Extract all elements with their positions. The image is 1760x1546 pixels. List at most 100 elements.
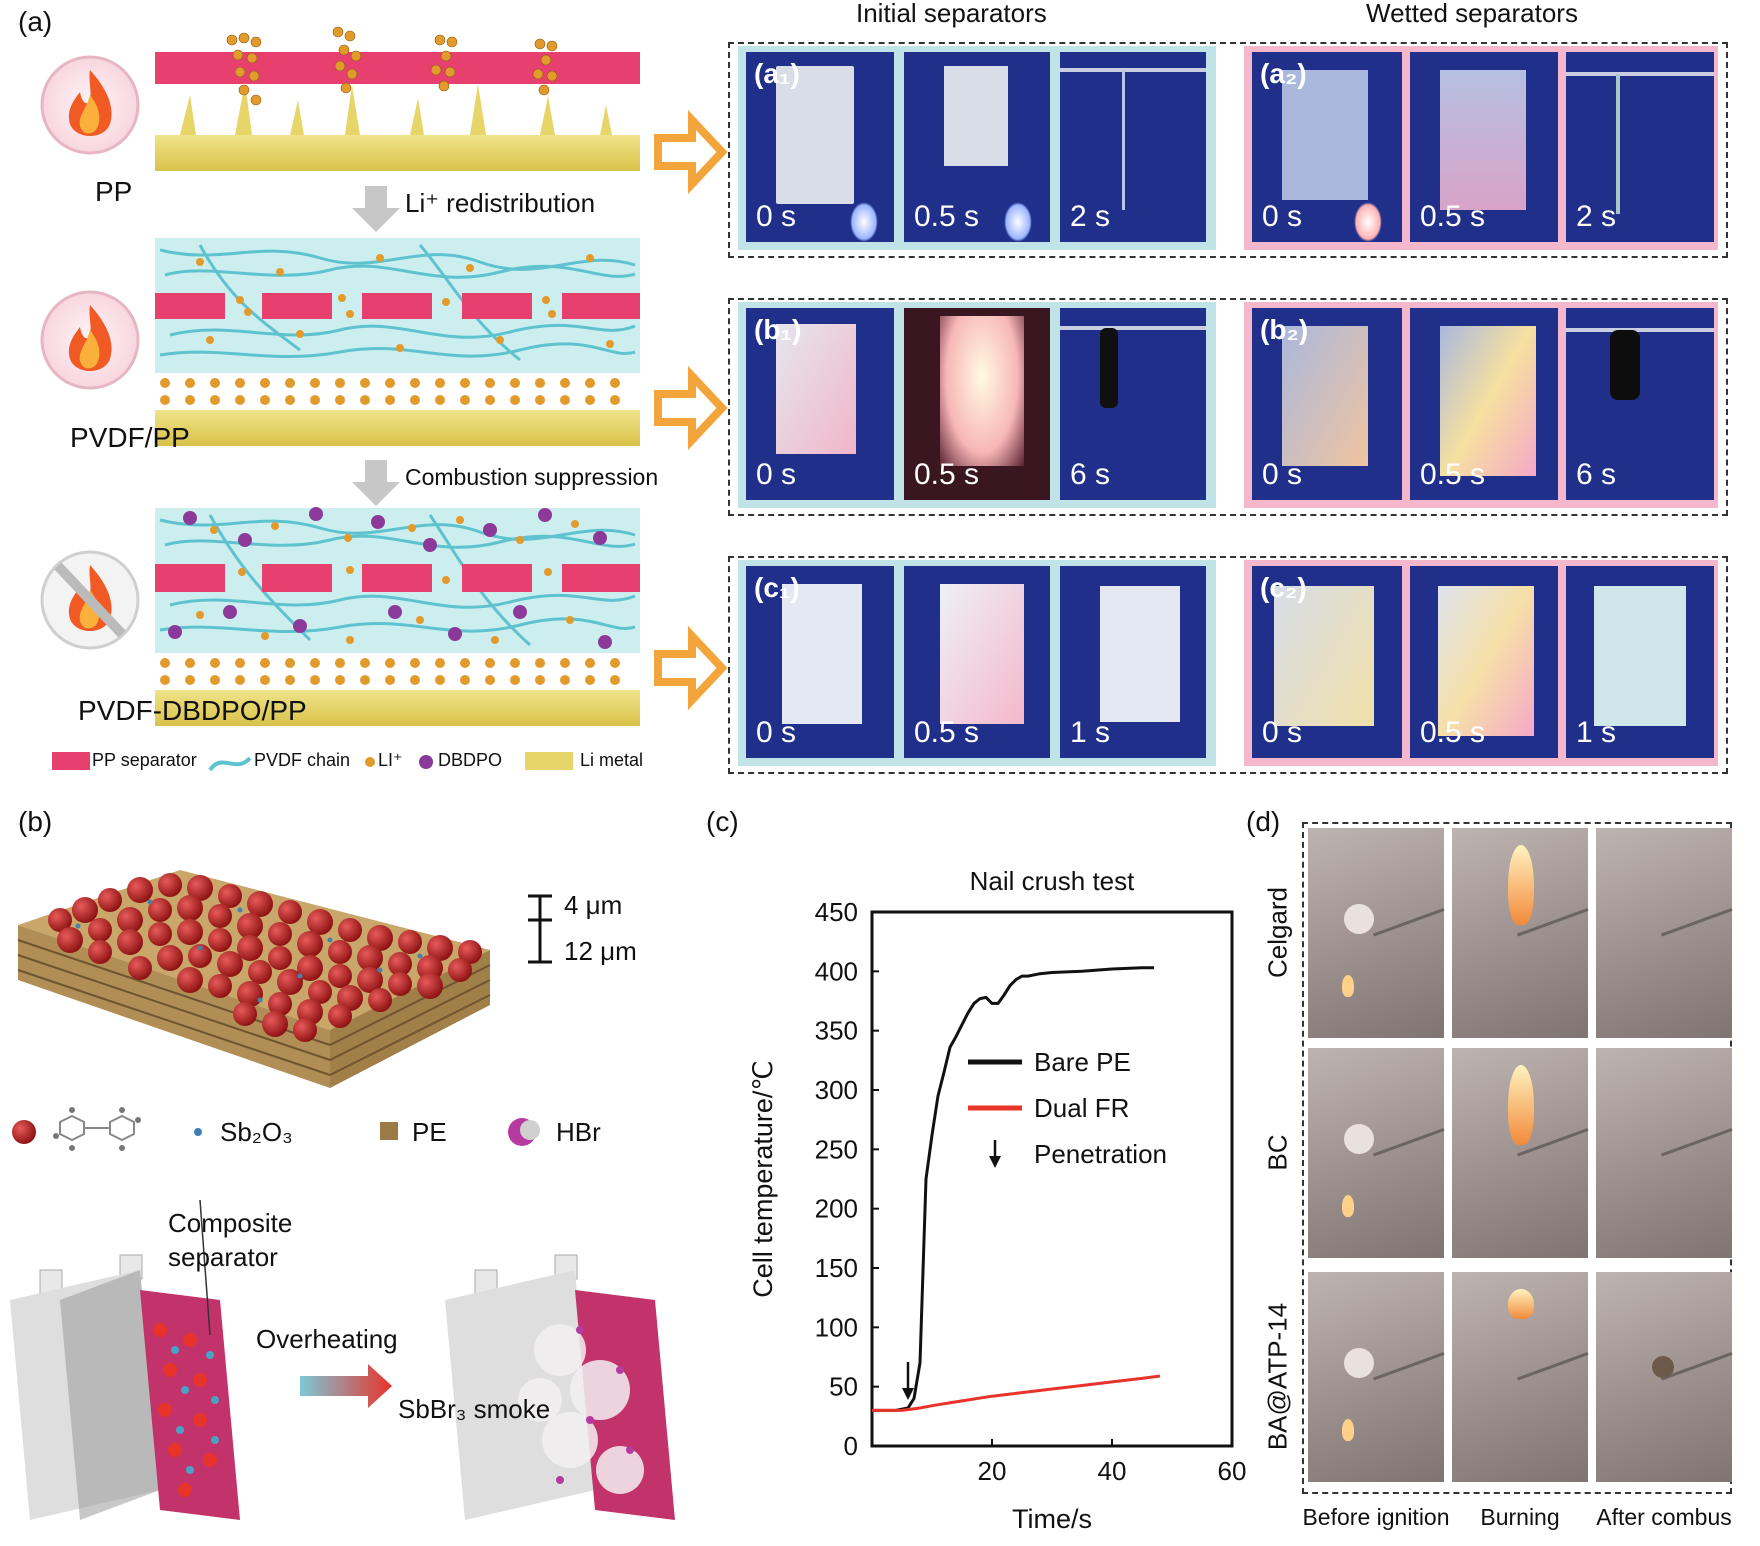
y-axis-label: Cell temperature/℃ [748, 1060, 778, 1297]
x-tick-label: 60 [1218, 1456, 1247, 1486]
y-tick-label: 50 [829, 1372, 858, 1402]
legend-arrow-head [989, 1156, 1001, 1168]
photo-frame-row-c [728, 556, 1728, 774]
panel-b-svg [10, 870, 675, 1520]
layer-label-pp: PP [95, 176, 133, 207]
panel-d-col-label-2: Burning [1480, 1504, 1560, 1530]
legend-sb2o3: Sb₂O₃ [220, 1117, 293, 1147]
panel-b-legend-icons [12, 1107, 540, 1151]
label-b1: (b₁) [754, 314, 802, 345]
transition-combustion-suppression: Combustion suppression [405, 464, 659, 490]
photo-b2-1: 0.5 s [1410, 308, 1558, 500]
legend-pp-separator: PP separator [92, 750, 197, 770]
photo-c2-2: 1 s [1566, 566, 1714, 758]
penetration-arrow-head [902, 1388, 914, 1401]
panel-label-c: (c) [706, 806, 739, 837]
flame-test-photo-2-3 [1596, 1048, 1733, 1258]
label-a2: (a₂) [1260, 58, 1307, 89]
y-tick-label: 350 [815, 1016, 858, 1046]
photo-frame-row-b [728, 298, 1728, 516]
flame-test-photo-3-2 [1452, 1272, 1589, 1482]
panel-d-col-label-3: After combus [1596, 1504, 1732, 1530]
col-header-initial: Initial separators [856, 0, 1047, 28]
photo-c2-1: 0.5 s [1410, 566, 1558, 758]
photo-frame-row-a [728, 42, 1728, 258]
photo-c1-0: (c₁) 0 s [746, 566, 894, 758]
panel-label-b: (b) [18, 806, 53, 837]
flame-test-photo-3-3 [1596, 1272, 1733, 1482]
thickness-bars [528, 894, 552, 964]
transition-li-redistribution: Li⁺ redistribution [405, 188, 596, 218]
layer-pvdf-pp [40, 238, 640, 446]
composite-separator-label: Composite separator [168, 1208, 293, 1272]
photo-a2-1: 0.5 s [1410, 52, 1558, 242]
photo-a2-0: (a₂) 0 s [1252, 52, 1402, 242]
photo-a1-0: (a₁) 0 s [746, 52, 894, 242]
orange-arrows [654, 109, 728, 711]
legend-li: LI⁺ [378, 750, 403, 770]
photo-b1-2: 6 s [1060, 308, 1206, 500]
flame-test-photo-2-1 [1308, 1048, 1445, 1258]
col-header-wetted: Wetted separators [1366, 0, 1578, 28]
chart-title: Nail crush test [970, 866, 1135, 896]
down-arrows [352, 186, 400, 506]
legend-dbdpo: DBDPO [438, 750, 503, 770]
label-c1: (c₁) [754, 572, 800, 603]
overheating-arrow [300, 1364, 392, 1408]
x-axis-label: Time/s [1012, 1504, 1092, 1534]
y-tick-label: 200 [815, 1194, 858, 1224]
legend-li-metal: Li metal [580, 750, 644, 770]
photo-b1-1: 0.5 s [904, 308, 1050, 500]
label-c2: (c₂) [1260, 572, 1307, 603]
flame-test-photo-1-3 [1596, 828, 1733, 1038]
layer-label-pvdf-pp: PVDF/PP [70, 422, 190, 453]
photo-c2-0: (c₂) 0 s [1252, 566, 1402, 758]
panel-label-a: (a) [18, 6, 53, 37]
series-line-2 [872, 1374, 1161, 1412]
series-line-1 [872, 966, 1154, 1412]
label-b2: (b₂) [1260, 314, 1309, 345]
photo-a1-2: 2 s [1060, 52, 1206, 242]
photo-c1-1: 0.5 s [904, 566, 1050, 758]
x-tick-label: 20 [978, 1456, 1007, 1486]
layer-pvdf-dbdpo-pp [40, 507, 640, 726]
smoke-label: SbBr₃ smoke [398, 1394, 551, 1424]
label-a1: (a₁) [754, 58, 800, 89]
thickness-4um: 4 μm [564, 890, 623, 920]
legend-pvdf-chain: PVDF chain [254, 750, 351, 770]
panel-d-row-label-2: BC [1262, 1134, 1293, 1171]
flame-test-photo-2-2 [1452, 1048, 1589, 1258]
battery-left [10, 1199, 240, 1520]
photo-a2-2: 2 s [1566, 52, 1714, 242]
membrane-block [17, 870, 491, 1088]
y-tick-label: 300 [815, 1075, 858, 1105]
y-tick-label: 0 [844, 1431, 858, 1461]
flame-test-photo-1-1 [1308, 828, 1445, 1038]
photo-b2-0: (b₂) 0 s [1252, 308, 1402, 500]
legend-label-2: Dual FR [1034, 1093, 1129, 1123]
y-tick-label: 450 [815, 897, 858, 927]
x-tick-label: 40 [1098, 1456, 1127, 1486]
panel-d-row-label-1: Celgard [1262, 886, 1293, 979]
flame-test-photo-1-2 [1452, 828, 1589, 1038]
battery-right [445, 1254, 675, 1520]
layer-pp [40, 26, 640, 171]
panel-a-schematic [0, 0, 690, 780]
photo-b1-0: (b₁) 0 s [746, 308, 894, 500]
y-tick-label: 150 [815, 1253, 858, 1283]
panel-d-row-label-3: BA@ATP-14 [1262, 1302, 1293, 1451]
layer-label-pvdf-dbdpo-pp: PVDF-DBDPO/PP [78, 695, 307, 726]
y-tick-label: 250 [815, 1134, 858, 1164]
photo-c1-2: 1 s [1060, 566, 1206, 758]
layer-schematic-svg [40, 26, 640, 772]
panel-d-col-label-1: Before ignition [1302, 1504, 1450, 1530]
legend-label-1: Bare PE [1034, 1047, 1131, 1077]
plot-frame [870, 910, 1234, 1448]
legend-hbr: HBr [556, 1117, 601, 1147]
photo-a1-1: 0.5 s [904, 52, 1050, 242]
y-tick-label: 400 [815, 956, 858, 986]
flame-test-photo-3-1 [1308, 1272, 1445, 1482]
photo-b2-2: 6 s [1566, 308, 1714, 500]
